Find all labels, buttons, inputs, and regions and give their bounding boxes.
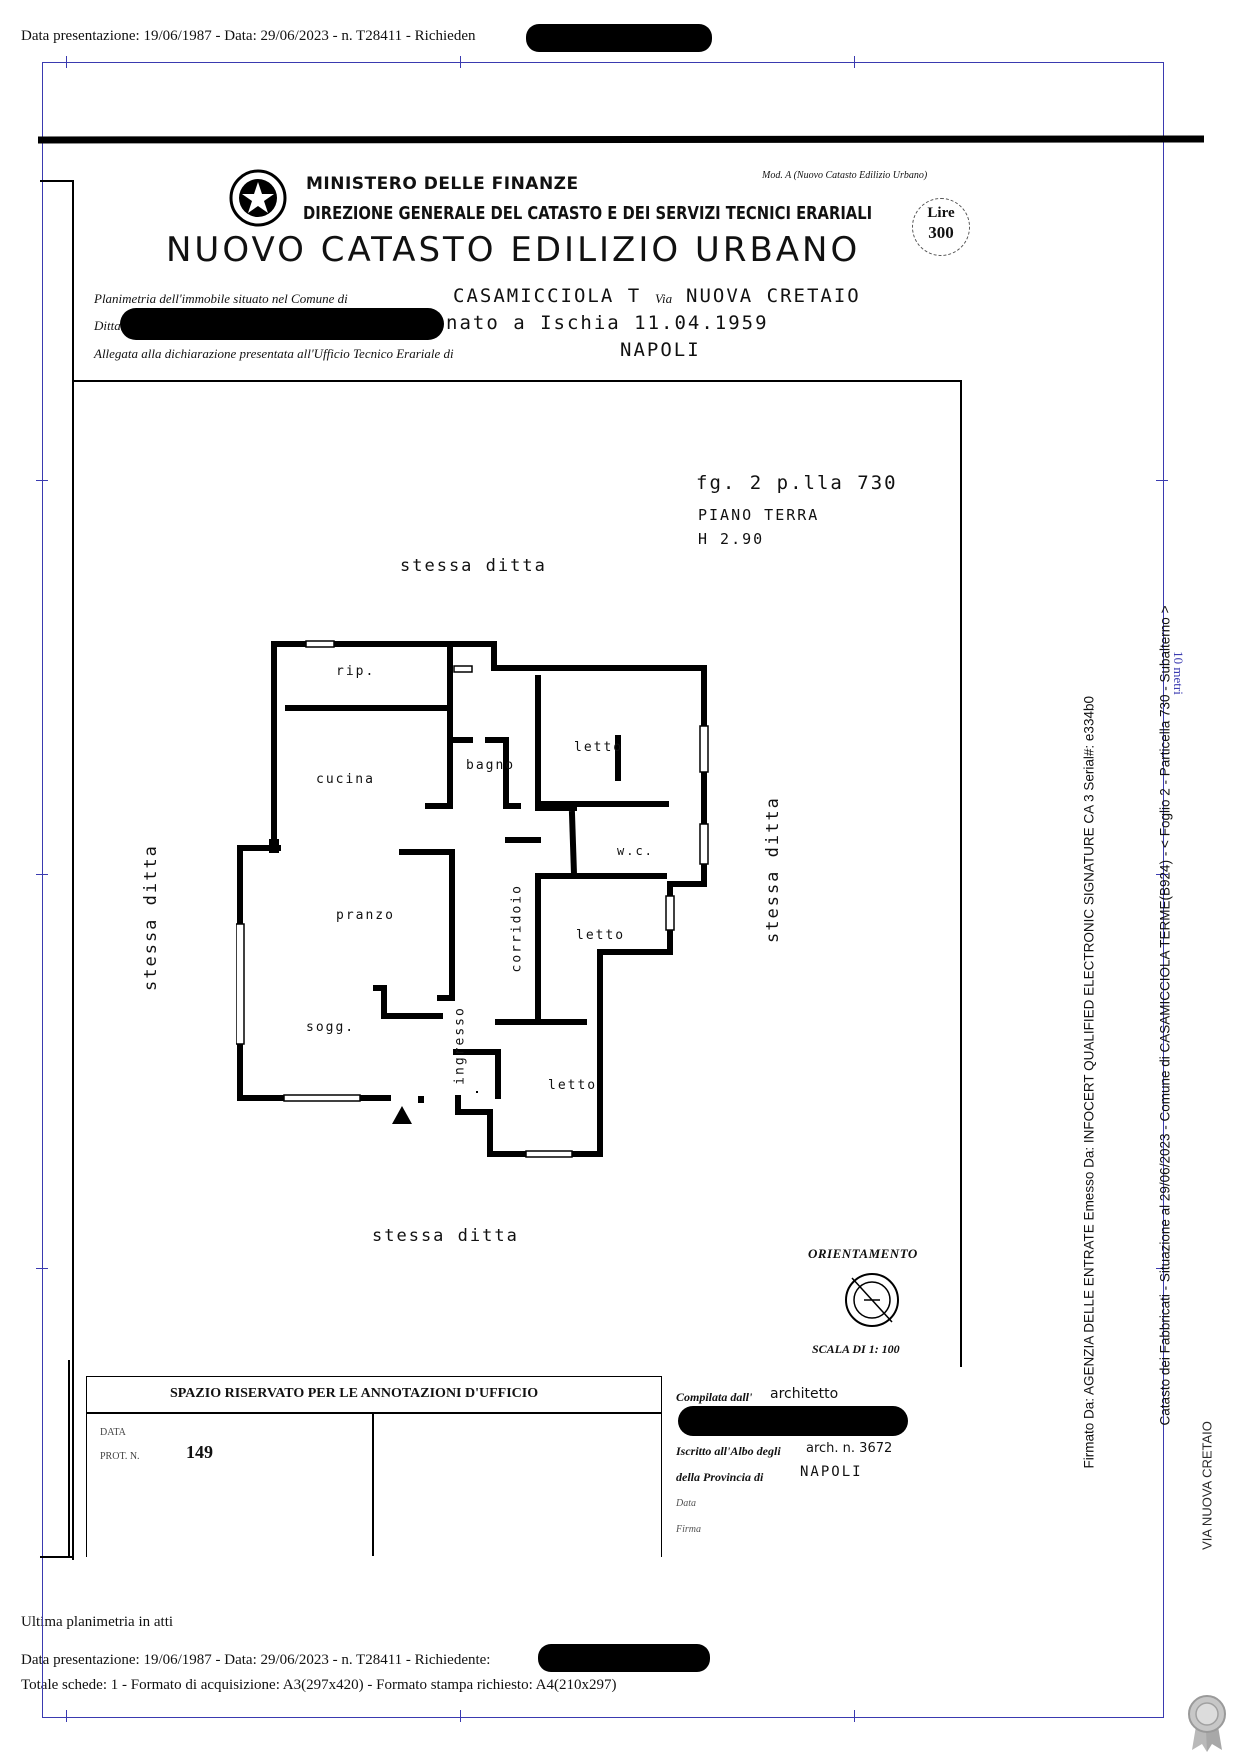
scala-label: SCALA DI 1: 100 (812, 1342, 900, 1356)
lire-stamp: Lire 300 (912, 198, 970, 256)
compilata-label: Compilata dall' (676, 1390, 753, 1404)
provincia-label: della Provincia di (676, 1470, 764, 1484)
piano-label: PIANO TERRA (698, 506, 820, 524)
ufficio-value: NAPOLI (620, 339, 701, 361)
frame-tick (36, 874, 48, 875)
frame-tick (36, 480, 48, 481)
spazio-title: SPAZIO RISERVATO PER LE ANNOTAZIONI D'UF… (170, 1386, 539, 1401)
side-overprint: VIA NUOVA CRETAIO (1199, 1421, 1215, 1550)
label-left-neighbor: stessa ditta (141, 844, 161, 991)
header-bottom-line2: Totale schede: 1 - Formato di acquisizio… (21, 1677, 617, 1693)
header-top-line: Data presentazione: 19/06/1987 - Data: 2… (21, 28, 476, 44)
room-ingresso: ingresso (452, 1006, 468, 1085)
frame-tick (1156, 480, 1168, 481)
fg-particella: fg. 2 p.lla 730 (696, 472, 898, 494)
room-sogg: sogg. (306, 1020, 356, 1035)
scan-left-rule (72, 180, 74, 1560)
nato-value: nato a Ischia 11.04.1959 (446, 312, 769, 334)
crop-frame (42, 62, 1164, 1718)
room-pranzo: pranzo (336, 908, 395, 923)
frame-tick (460, 1710, 461, 1722)
header-bottom-line1: Data presentazione: 19/06/1987 - Data: 2… (21, 1652, 491, 1668)
ditta-label: Ditta (94, 318, 121, 333)
ministero-title: MINISTERO DELLE FINANZE (306, 174, 579, 194)
label-right-neighbor: stessa ditta (763, 796, 783, 943)
frame-tick (66, 56, 67, 68)
compilata-value: architetto (770, 1386, 839, 1402)
plan-frame (74, 380, 962, 1367)
frame-tick (66, 1710, 67, 1722)
seal-icon (1188, 1695, 1226, 1752)
room-bagno: bagno (466, 758, 516, 773)
comune-value: CASAMICCIOLA T (453, 285, 642, 307)
frame-tick (36, 1268, 48, 1269)
prot-value: 149 (186, 1442, 213, 1462)
scale-bar (1163, 480, 1164, 874)
frame-tick (854, 56, 855, 68)
firmato-side-text: Firmato Da: AGENZIA DELLE ENTRATE Emesso… (1081, 696, 1097, 1469)
label-bottom-neighbor: stessa ditta (372, 1226, 519, 1246)
frame-tick (854, 1710, 855, 1722)
room-letto-1: letto (574, 740, 624, 755)
redaction-bottom (538, 1644, 710, 1672)
data2-label: Data (676, 1498, 696, 1509)
room-letto-3: letto (548, 1078, 598, 1093)
provincia-value: NAPOLI (800, 1464, 863, 1480)
annotazioni-box (86, 1376, 662, 1557)
form-title: NUOVO CATASTO EDILIZIO URBANO (166, 230, 861, 270)
iscritto-label: Iscritto all'Albo degli (676, 1444, 781, 1458)
frame-tick (1156, 874, 1168, 875)
planimetria-label: Planimetria dell'immobile situato nel Co… (94, 291, 348, 306)
compass-icon (845, 1273, 899, 1327)
scan-mark (40, 1556, 72, 1558)
annotazioni-divider (86, 1412, 662, 1414)
emblem-icon (229, 169, 287, 227)
data-label: DATA (100, 1427, 126, 1438)
room-letto-2: letto (576, 928, 626, 943)
altezza-label: H 2.90 (698, 530, 765, 548)
lire-label: Lire (927, 205, 955, 221)
via-value: NUOVA CRETAIO (686, 285, 861, 307)
redaction-top (526, 24, 712, 52)
room-wc: w.c. (617, 844, 654, 858)
direzione-title: DIREZIONE GENERALE DEL CATASTO E DEI SER… (303, 203, 873, 224)
label-top-neighbor: stessa ditta (400, 556, 547, 576)
iscritto-value: arch. n. 3672 (806, 1441, 893, 1456)
footer-left-rule (68, 1360, 70, 1556)
scan-top-rule (37, 135, 1205, 144)
room-corridoio: corridoio (509, 884, 525, 973)
room-cucina: cucina (316, 772, 375, 787)
entrance-arrow-icon (392, 1106, 412, 1124)
via-label: Via (655, 291, 673, 306)
room-rip: rip. (336, 664, 376, 679)
orientamento-label: ORIENTAMENTO (808, 1246, 918, 1261)
redaction-compilata (678, 1406, 908, 1436)
frame-tick (460, 56, 461, 68)
modulo-label: Mod. A (Nuovo Catasto Edilizio Urbano) (762, 170, 928, 181)
scan-mark (40, 180, 72, 182)
allegata-label: Allegata alla dichiarazione presentata a… (94, 346, 454, 361)
annotazioni-split (372, 1412, 374, 1556)
floor-plan (236, 640, 709, 1158)
prot-label: PROT. N. (100, 1451, 140, 1462)
lire-value: 300 (928, 223, 954, 242)
frame-tick (1156, 1268, 1168, 1269)
catasto-side-text: Catasto dei Fabbricati - Situazione al 2… (1157, 605, 1173, 1426)
firma-label: Firma (676, 1524, 701, 1535)
redaction-ditta (120, 308, 444, 340)
ultima-planimetria: Ultima planimetria in atti (21, 1614, 174, 1630)
